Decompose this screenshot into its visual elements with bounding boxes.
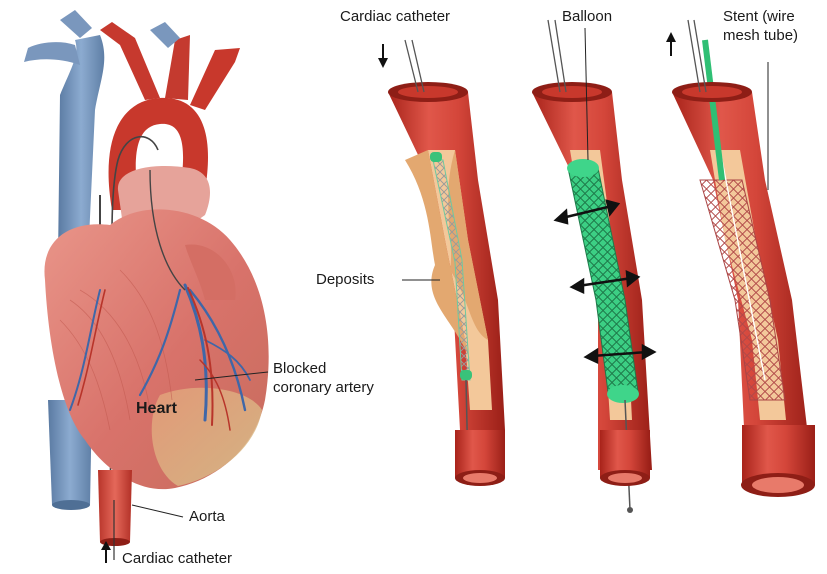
heart-illustration — [24, 10, 269, 560]
label-stent-line1: Stent (wire — [723, 8, 795, 25]
label-blocked-line1: Blocked — [273, 360, 326, 377]
label-blocked-line2: coronary artery — [273, 379, 374, 396]
leader-aorta — [132, 505, 183, 517]
vein-branch — [24, 42, 80, 65]
arrow-down-icon — [378, 44, 388, 68]
label-balloon: Balloon — [562, 8, 612, 25]
artery-tube-stent — [672, 20, 815, 497]
label-heart: Heart — [136, 400, 177, 417]
aorta-tube — [98, 470, 132, 542]
artery-branch-1 — [100, 22, 160, 100]
artery-tube-deposits — [388, 40, 505, 486]
arrow-up-icon — [666, 32, 676, 56]
artery-tube-balloon — [532, 20, 652, 513]
artery-branch-3 — [190, 48, 240, 110]
label-deposits: Deposits — [316, 271, 374, 288]
label-stent-line2: mesh tube) — [723, 27, 798, 44]
label-aorta: Aorta — [189, 508, 225, 525]
label-cardiac-catheter-top: Cardiac catheter — [340, 8, 450, 25]
label-cardiac-catheter-bottom: Cardiac catheter — [122, 550, 232, 567]
